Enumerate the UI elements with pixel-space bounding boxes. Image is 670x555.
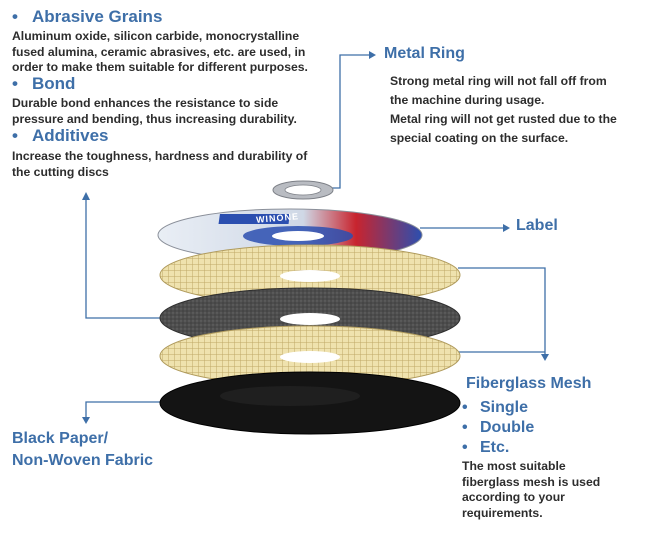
fiberglass-mesh-bottom <box>159 325 461 387</box>
fiberglass-option: •Etc. <box>462 439 510 456</box>
additives-text: Increase the toughness, hardness and dur… <box>12 149 308 179</box>
bullet-icon: • <box>12 126 18 145</box>
fiberglass-note: The most suitable fiberglass mesh is use… <box>462 459 601 520</box>
label-heading: Label <box>516 217 558 234</box>
fiberglass-options: •Single •Double •Etc. <box>462 398 534 458</box>
bond-heading: •Bond <box>12 74 76 93</box>
bullet-icon: • <box>12 74 18 93</box>
black-paper-heading: Black Paper/ Non-Woven Fabric <box>12 430 154 469</box>
bond-text: Durable bond enhances the resistance to … <box>12 96 297 126</box>
fiberglass-option: •Double <box>462 419 535 436</box>
additives-heading: •Additives <box>12 126 109 145</box>
fiberglass-mesh-top <box>159 244 461 306</box>
fiberglass-option: •Single <box>462 399 529 416</box>
abrasive-grains-heading: •Abrasive Grains <box>12 7 163 26</box>
metal-ring-heading: Metal Ring <box>384 45 465 62</box>
bullet-icon: • <box>462 439 468 456</box>
bullet-icon: • <box>12 7 18 26</box>
bullet-icon: • <box>462 399 468 416</box>
metal-ring <box>272 180 334 200</box>
bullet-icon: • <box>462 419 468 436</box>
fiberglass-heading: Fiberglass Mesh <box>466 375 592 392</box>
black-paper-disc <box>159 371 461 435</box>
abrasive-grains-text: Aluminum oxide, silicon carbide, monocry… <box>12 29 308 74</box>
connector-lines <box>82 51 549 424</box>
label-disc <box>157 208 423 262</box>
metal-ring-text: Strong metal ring will not fall off from… <box>390 74 617 145</box>
